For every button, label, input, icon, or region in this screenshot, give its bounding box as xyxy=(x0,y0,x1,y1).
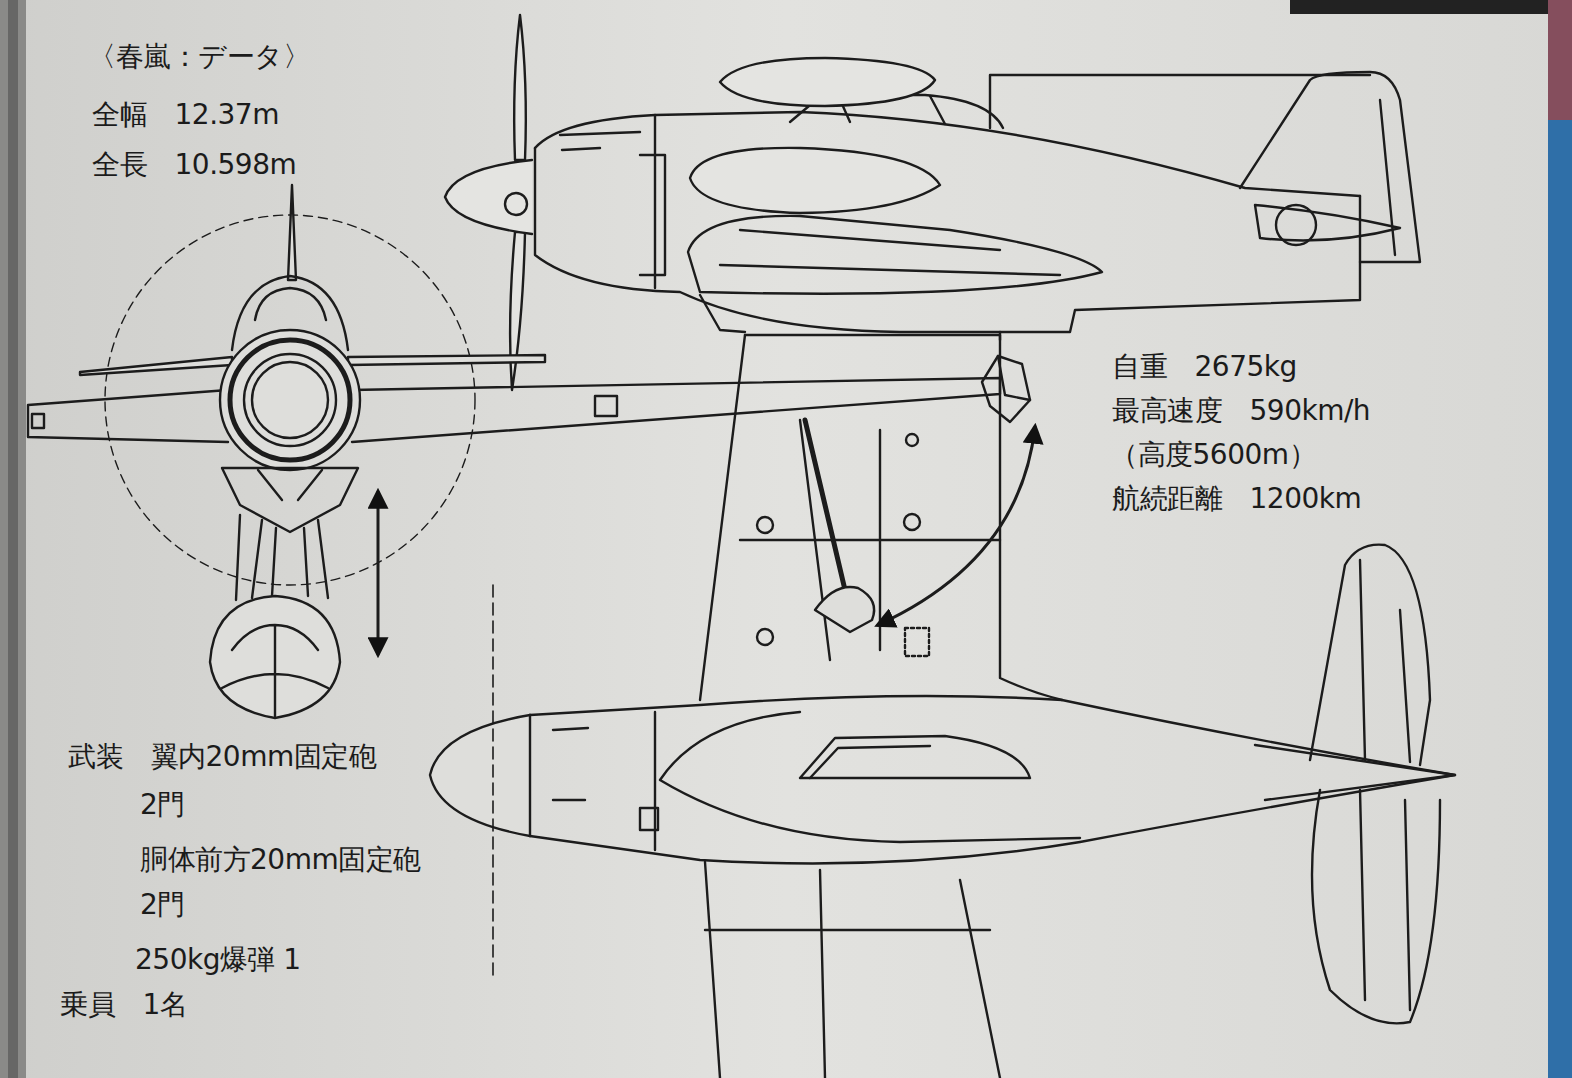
spec-text: 自重 2675kg xyxy=(1112,352,1297,383)
armament-text: 胴体前方20mm固定砲 xyxy=(140,845,421,876)
top-view xyxy=(430,335,1455,1078)
spec-text: 最高速度 590km/h xyxy=(1112,396,1370,427)
spec-text: （高度5600m） xyxy=(1110,440,1316,471)
armament-text: 250kg爆弾 1 xyxy=(135,945,301,976)
armament-text: 2門 xyxy=(140,790,185,821)
title-bar-fragment xyxy=(1290,0,1548,14)
spec-text: 全幅 12.37m xyxy=(92,100,279,131)
spine xyxy=(0,0,26,1078)
armament-text: 2門 xyxy=(140,890,185,921)
armament-text: 乗員 1名 xyxy=(60,990,187,1021)
side-view xyxy=(445,15,1420,390)
spine-shadow xyxy=(8,0,18,1078)
spec-text: 〈春嵐：データ〉 xyxy=(88,42,310,73)
armament-text: 武装 翼内20mm固定砲 xyxy=(68,742,376,773)
next-page-edge xyxy=(1548,0,1572,120)
next-page-edge xyxy=(1548,0,1572,1078)
spec-text: 全長 10.598m xyxy=(92,150,296,181)
spec-text: 航続距離 1200km xyxy=(1112,484,1361,515)
front-view xyxy=(28,185,1030,718)
